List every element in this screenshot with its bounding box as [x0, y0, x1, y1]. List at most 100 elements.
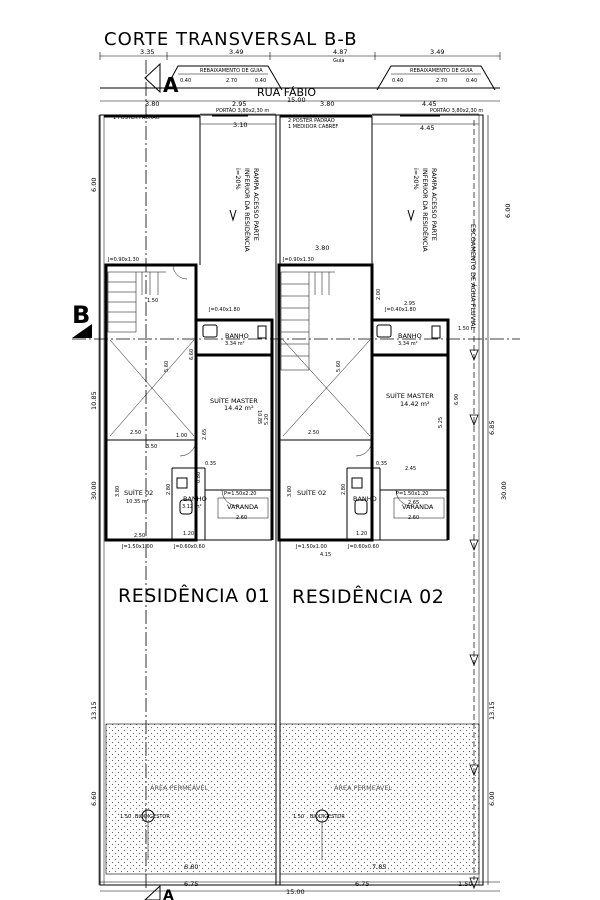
street-name: RUA FÁBIO: [257, 86, 316, 99]
r1-dim-3.80: 3.80: [115, 486, 121, 497]
overall-width-top: 15.00: [287, 96, 306, 104]
ramp-label-right-3: i=20%: [412, 168, 420, 190]
r1-suite-master-area: 14.42 m²: [224, 404, 254, 412]
garage-right: 4.45 RAMPA ACESSO PARTE INFERIOR DA RESI…: [371, 116, 479, 265]
r1-suite-master-label: SUÍTE MASTER: [210, 396, 258, 405]
r1-dim-2.80: 2.80: [166, 484, 172, 495]
r2-dim-2.00: 2.00: [376, 289, 382, 300]
left-dim-4: 13.15: [90, 701, 98, 720]
r1-dim-1.50: 1.50: [147, 298, 158, 304]
r2-dim-5.60: 5.60: [336, 361, 342, 372]
residence-02-title: RESIDÊNCIA 02: [292, 585, 444, 608]
r2-dim-2.80: 2.80: [341, 484, 347, 495]
r2-banho-top-label: BANHO: [398, 332, 422, 340]
curb-cut-left: REBAIXAMENTO DE GUIA 0.40 2.70 0.40: [164, 65, 283, 91]
permeable-label-left: ÁREA PERMEÁVEL: [150, 783, 208, 792]
r2-dim-5.25: 5.25: [438, 417, 444, 428]
r1-banho-top-label: BANHO: [225, 332, 249, 340]
r2-window-3: J=1.50x1.00: [295, 544, 327, 550]
r2-dim-1.50: 1.50: [458, 326, 469, 332]
stairs-r1: [107, 271, 166, 333]
section-title: CORTE TRANSVERSAL B-B: [104, 29, 358, 50]
r2-varanda-label: VARANDA: [402, 503, 434, 511]
drain-label: ESCOAMENTO DE ÁGUA PLUVIAL: [469, 224, 478, 331]
bottom-dimension-line: 6.75 6.75 1.50 15.00: [100, 880, 500, 896]
garage-dim-right: 4.45: [420, 124, 434, 132]
r1-dim-3.50: 3.50: [146, 444, 157, 450]
r2-dim-6.90: 6.90: [454, 394, 460, 405]
permeable-area-right: ÁREA PERMEÁVEL BIODIGESTOR 7.85 1.50: [279, 723, 480, 875]
residence-01-plan: [104, 263, 274, 542]
r1-dim-1.00: 1.00: [176, 433, 187, 439]
permeable-area-left: ÁREA PERMEÁVEL BIODIGESTOR 6.60 1.50: [105, 723, 277, 875]
r1-banho-bottom-area: 3.12 m²: [182, 504, 202, 510]
guia-label: Guia: [333, 58, 345, 64]
permeable-label-right: ÁREA PERMEÁVEL: [334, 783, 392, 792]
left-dim-3: 30.00: [90, 481, 98, 500]
r1-banho-top-area: 3.34 m²: [225, 341, 245, 347]
curb-cut-right: REBAIXAMENTO DE GUIA 0.40 2.70 0.40: [376, 65, 496, 91]
r2-dim-2.45: 2.45: [405, 466, 416, 472]
right-dim-5: 6.00: [488, 792, 496, 806]
r2-dim-0.35: 0.35: [376, 461, 387, 467]
r2-window-4: J=0.60x0.60: [347, 544, 379, 550]
right-dim-1: 6.00: [504, 204, 512, 218]
ramp-label-left-2: INFERIOR DA RESIDÊNCIA: [243, 168, 252, 252]
svg-text:0.40: 0.40: [255, 78, 266, 84]
front-wall: [104, 113, 479, 118]
bottom-dim-3: 1.50: [458, 880, 472, 888]
svg-text:2.70: 2.70: [226, 78, 237, 84]
bottom-dim-2: 6.75: [355, 880, 369, 888]
r2-dim-2.50: 2.50: [308, 430, 319, 436]
r2-window-5: J=0.90x1.30: [282, 257, 314, 263]
curb-label-right: REBAIXAMENTO DE GUIA: [410, 68, 473, 74]
meter-label-1a: 1 POSTER PADRAO: [113, 115, 160, 121]
r2-suite-master-label: SUÍTE MASTER: [386, 391, 434, 400]
r2-dim-2.65: 2.65: [408, 500, 419, 506]
section-marker-a-bottom: A: [144, 884, 174, 900]
right-dimensions: 6.00 30.00 6.85 13.15 6.00: [487, 115, 512, 885]
r1-suite-02-area: 10.35 m²: [126, 499, 149, 505]
r1-dim-2.65: 2.65: [202, 429, 208, 440]
biodigestor-label-right: BIODIGESTOR: [310, 814, 345, 820]
r1-dim-5.60: 5.60: [164, 361, 170, 372]
marker-b-letter: B: [72, 301, 90, 329]
ramp-label-right-1: RAMPA ACESSO PARTE: [430, 168, 438, 241]
ramp-label-left-1: RAMPA ACESSO PARTE: [252, 168, 260, 241]
meter-label-2a: 2 POSTER PADRAO: [288, 118, 335, 124]
r1-window-2: P=1.50x2.20: [224, 491, 256, 497]
r1-dim-0.80: 0.80: [196, 472, 202, 483]
gate-label-1: PORTÃO 3,80x2,30 m: [216, 107, 269, 114]
r2-suite-02-label: SUÍTE 02: [297, 488, 326, 497]
right-dim-3: 6.85: [488, 421, 496, 435]
left-dim-1: 6.00: [90, 178, 98, 192]
r2-dim-3.80b: 3.80: [287, 486, 293, 497]
section-marker-b: B: [72, 301, 92, 338]
r1-dim-2.50-b: 2.50: [134, 533, 145, 539]
r1-dim-5.20: 5.20: [264, 414, 270, 425]
r1-varanda-label: VARANDA: [227, 503, 259, 511]
r1-window-1: J=0.40x1.80: [208, 307, 240, 313]
r1-dim-2.60: 2.60: [236, 515, 247, 521]
r1-dim-10.85: 10.85: [256, 410, 262, 424]
bottom-dim-1: 6.75: [184, 880, 198, 888]
overall-width-bottom: 15.00: [286, 888, 305, 896]
svg-text:2.70: 2.70: [436, 78, 447, 84]
left-dim-2: 10.85: [90, 391, 98, 410]
top-dim-4: 3.49: [430, 48, 444, 56]
r1-window-3: J=1.50x1.00: [121, 544, 153, 550]
left-dim-5: 6.60: [90, 792, 98, 806]
r2-window-1: J=0.40x1.80: [384, 307, 416, 313]
r2-banho-top-area: 3.34 m²: [398, 341, 418, 347]
r1-dim-1.20: 1.20: [183, 531, 194, 537]
garage-left: 3.10 RAMPA ACESSO PARTE INFERIOR DA RESI…: [199, 116, 276, 265]
r2-dim-4.15: 4.15: [320, 552, 331, 558]
garage-dim-left: 3.10: [233, 121, 247, 129]
r2-dim-1.20: 1.20: [356, 531, 367, 537]
svg-text:0.40: 0.40: [466, 78, 477, 84]
ramp-label-right-2: INFERIOR DA RESIDÊNCIA: [421, 168, 430, 252]
gate-label-2: PORTÃO 3,80x2,30 m: [430, 107, 483, 114]
yard-dim-right-side: 1.50: [293, 814, 304, 820]
r2-dim-2.95: 2.95: [404, 301, 415, 307]
